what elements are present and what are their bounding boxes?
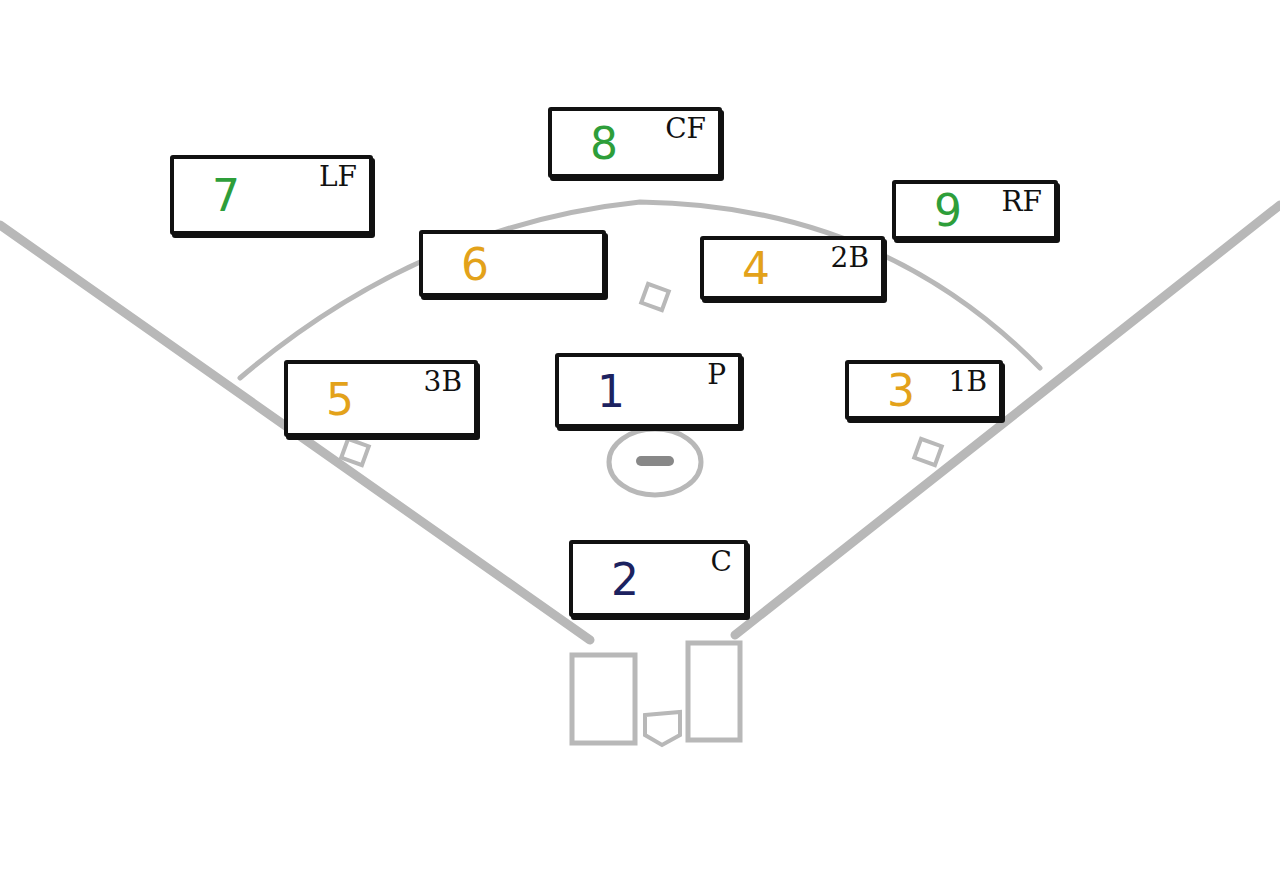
first-base bbox=[914, 439, 942, 465]
position-number: 9 bbox=[934, 189, 962, 233]
position-number: 2 bbox=[611, 557, 639, 601]
position-number: 4 bbox=[742, 247, 770, 291]
batters-box bbox=[572, 655, 635, 743]
position-box: 5 3B bbox=[284, 360, 478, 437]
home-plate bbox=[645, 712, 680, 745]
second-base bbox=[641, 284, 669, 310]
position-box: 9 RF bbox=[892, 180, 1058, 240]
position-label: C bbox=[711, 548, 732, 576]
position-number: 3 bbox=[887, 369, 915, 413]
position-box: 3 1B bbox=[845, 360, 1003, 420]
position-box: 4 2B bbox=[700, 236, 885, 300]
position-label: 1B bbox=[949, 368, 987, 396]
position-label: P bbox=[707, 361, 726, 389]
pitchers-rubber bbox=[636, 456, 674, 466]
position-box: 8 CF bbox=[548, 107, 722, 178]
position-number: 6 bbox=[461, 242, 489, 286]
third-base bbox=[341, 439, 369, 465]
pitchers-mound bbox=[609, 429, 701, 495]
position-number: 1 bbox=[597, 369, 625, 413]
position-label: CF bbox=[665, 115, 706, 143]
position-box: 7 LF bbox=[170, 155, 373, 235]
position-number: 5 bbox=[326, 377, 354, 421]
position-box: 6 bbox=[419, 230, 606, 297]
position-number: 7 bbox=[212, 174, 240, 218]
position-number: 8 bbox=[590, 121, 618, 165]
position-label: 3B bbox=[424, 368, 462, 396]
position-box: 1P bbox=[555, 353, 742, 428]
position-label: RF bbox=[1001, 188, 1042, 216]
position-box: 2C bbox=[569, 540, 748, 617]
position-label: LF bbox=[319, 163, 357, 191]
batters-box bbox=[688, 643, 740, 740]
position-label: 2B bbox=[831, 244, 869, 272]
